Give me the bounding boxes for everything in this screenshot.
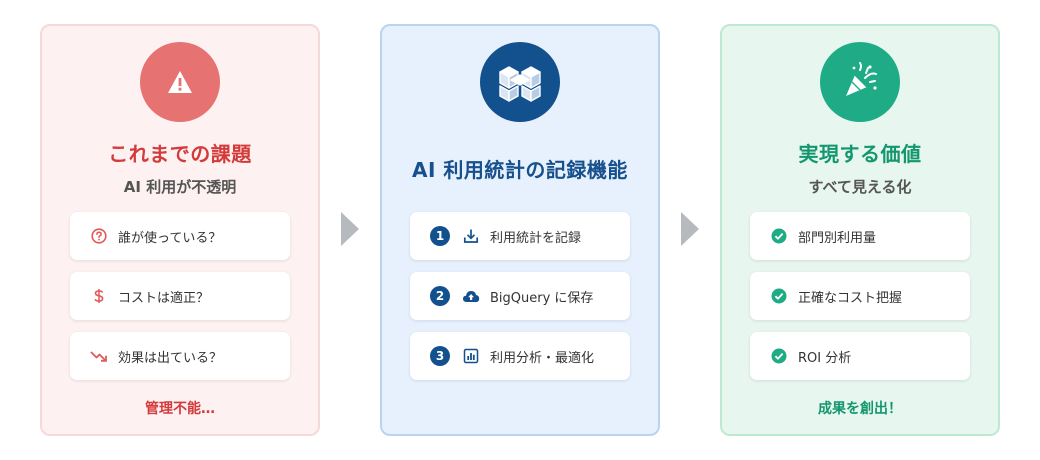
warning-icon-circle (140, 42, 220, 122)
value-item: ROI 分析 (750, 332, 970, 380)
problems-footer: 管理不能… (145, 401, 215, 417)
problems-subtitle: AI 利用が不透明 (123, 178, 237, 196)
problems-card: これまでの課題 AI 利用が不透明 誰が使っている？ コストは適正？ (40, 24, 320, 436)
bigquery-cube-icon-circle (480, 42, 560, 122)
problem-item-label: 効果は出ている？ (118, 350, 223, 366)
step-number: 3 (430, 346, 450, 366)
dollar-icon (90, 287, 108, 305)
problem-item: コストは適正？ (70, 272, 290, 320)
party-popper-icon (846, 62, 877, 96)
feature-title: AI 利用統計の記録機能 (412, 158, 628, 182)
check-circle-icon (770, 287, 788, 305)
problem-item: 誰が使っている？ (70, 212, 290, 260)
bar-chart-icon (462, 347, 480, 365)
feature-step: 2 BigQuery に保存 (410, 272, 630, 320)
check-circle-icon (770, 227, 788, 245)
arrow-right-icon (681, 212, 699, 246)
warning-icon (168, 71, 192, 93)
feature-card: AI 利用統計の記録機能 1 利用統計を記録 2 BigQuery に保存 3 (380, 24, 660, 436)
value-item-label: 正確なコスト把握 (798, 290, 903, 306)
problem-item: 効果は出ている？ (70, 332, 290, 380)
value-item-label: 部門別利用量 (798, 230, 877, 246)
problems-title: これまでの課題 (108, 142, 252, 166)
value-card: 実現する価値 すべて見える化 部門別利用量 正確なコスト把握 ROI 分析 (720, 24, 1000, 436)
problem-item-label: 誰が使っている？ (118, 230, 222, 246)
party-popper-icon-circle (820, 42, 900, 122)
feature-step-label: BigQuery に保存 (490, 290, 594, 306)
arrow-right-icon (341, 212, 359, 246)
value-footer: 成果を創出！ (818, 401, 902, 417)
feature-step: 1 利用統計を記録 (410, 212, 630, 260)
bigquery-cube-icon (499, 66, 541, 102)
value-item: 正確なコスト把握 (750, 272, 970, 320)
value-item-label: ROI 分析 (798, 350, 852, 366)
trend-down-icon (90, 347, 108, 365)
value-title: 実現する価値 (798, 142, 922, 166)
feature-step-label: 利用統計を記録 (490, 230, 582, 246)
question-icon (90, 227, 108, 245)
feature-step: 3 利用分析・最適化 (410, 332, 630, 380)
value-subtitle: すべて見える化 (808, 178, 912, 196)
problem-item-label: コストは適正？ (118, 290, 210, 306)
cloud-upload-icon (462, 287, 480, 305)
value-item: 部門別利用量 (750, 212, 970, 260)
download-icon (462, 227, 480, 245)
step-number: 2 (430, 286, 450, 306)
feature-step-label: 利用分析・最適化 (490, 350, 595, 366)
step-number: 1 (430, 226, 450, 246)
check-circle-icon (770, 347, 788, 365)
